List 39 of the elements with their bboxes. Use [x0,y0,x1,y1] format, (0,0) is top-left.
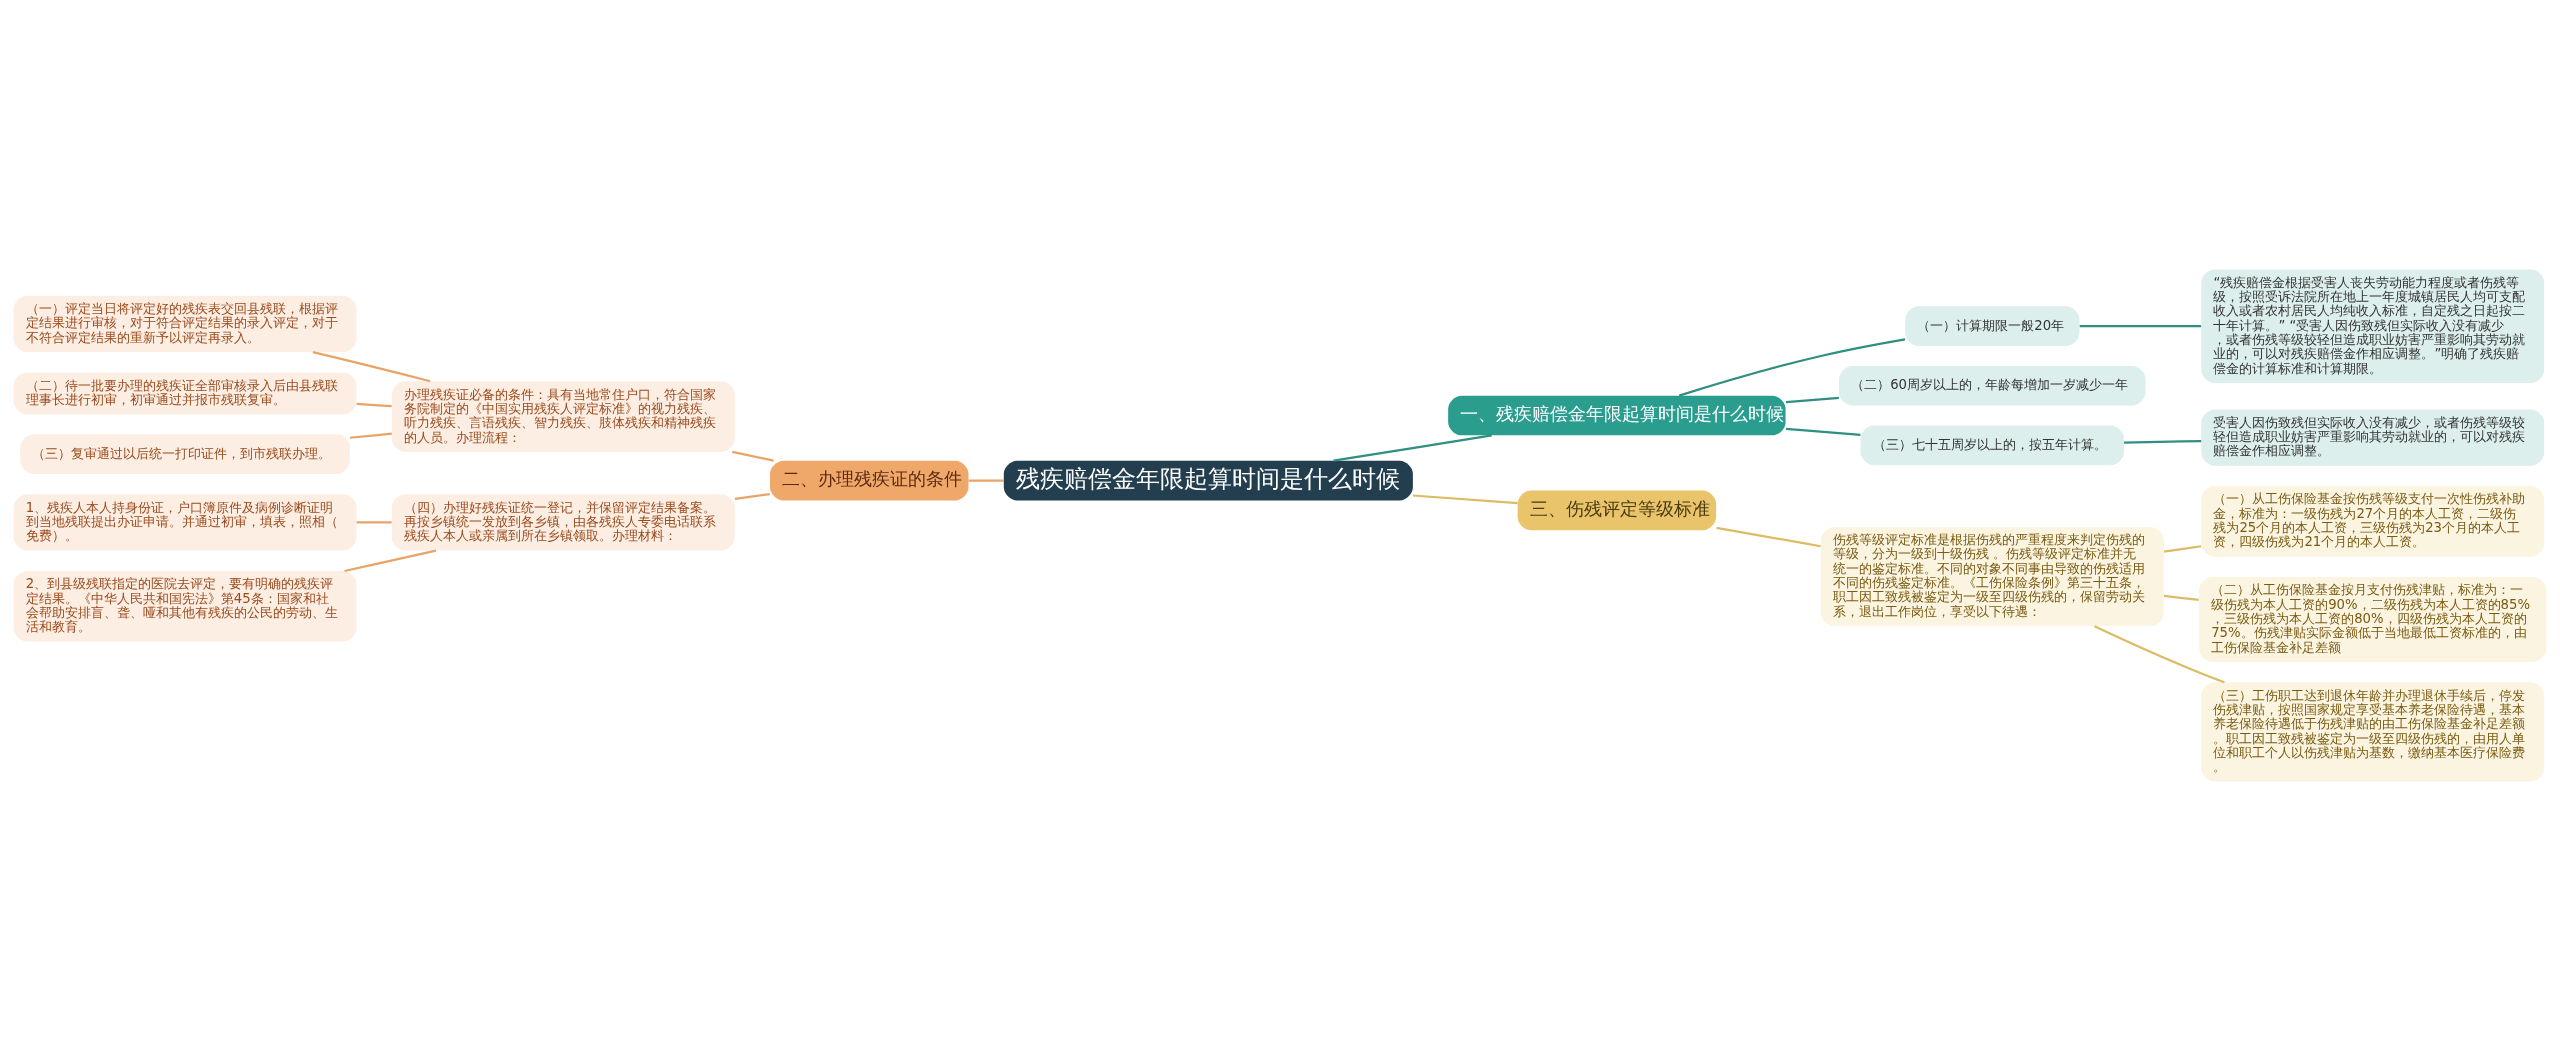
node-box: 办理残疾证必备的条件：具有当地常住户口，符合国家务院制定的《中国实用残疾人评定标准》的视力残疾、听力残疾、言语残疾、智力残疾、肢体残疾和精神残疾的人员。办理流程： [391,380,735,452]
connector [356,402,392,407]
node-box: 1、残疾人本人持身份证，户口簿原件及病例诊断证明到当地残联提出办证申请。并通过初审，填表，照相（免费）。 [13,493,357,551]
node-box: （四）办理好残疾证统一登记，并保留评定结果备案。再按乡镇统一发放到各乡镇，由各残疾人专委电话联系残疾人本人或亲属到所在乡镇领取。办理材料： [391,493,735,551]
node-box: 三、伤残评定等级标准 [1517,490,1717,530]
connector [732,450,774,462]
connector [2124,439,2202,444]
connector [1412,493,1518,504]
connector [2163,594,2199,601]
connector [349,432,392,439]
node-box: 一、残疾赔偿金年限起算时间是什么时候 [1448,395,1786,435]
connector [312,350,431,382]
connector [2163,544,2202,553]
node-box: （三）七十五周岁以上的，按五年计算。 [1860,424,2125,465]
connector [2079,324,2202,327]
connector [2094,624,2225,683]
connector [1333,433,1492,462]
node-box: “残疾赔偿金根据受害人丧失劳动能力程度或者伤残等级，按照受诉法院所在地上一年度城镇居民人均可支配收入或者农村居民人均纯收入标准，自定残之日起按二十年计算。” “受害人因伤致残但实际收入没有减少，或者伤残等级较轻但造成职业妨害严重影响其劳动就业的，可以对残疾赔偿金作相应调整。”明确了残疾赔偿金的计算标准和计算期限。 [2201,268,2545,383]
connector [1678,337,1906,397]
connector [1785,396,1839,403]
node-box: （一）从工伤保险基金按伤残等级支付一次性伤残补助金，标准为：一级伤残为27个月的本人工资，二级伤残为25个月的本人工资，三级伤残为23个月的本人工资，四级伤残为21个月的本人工资。 [2201,485,2545,557]
connector [1716,526,1821,547]
node-box: （一）评定当日将评定好的残疾表交回县残联，根据评定结果进行审核，对于符合评定结果的录入评定，对于不符合评定结果的重新予以评定再录入。 [13,295,357,352]
node-box: 二、办理残疾证的条件 [770,460,969,500]
node-box: 残疾赔偿金年限起算时间是什么时候 [1003,460,1413,500]
node-box: （三）复审通过以后统一打印证件，到市残联办理。 [20,433,350,474]
connector [356,520,392,524]
node-box: 2、到县级残联指定的医院去评定，要有明确的残疾评定结果。《中华人民共和国宪法》第45条：国家和社会帮助安排盲、聋、哑和其他有残疾的公民的劳动、生活和教育。 [13,570,357,642]
node-box: （一）计算期限一般20年 [1905,305,2080,346]
node-box: （二）待一批要办理的残疾证全部审核录入后由县残联理事长进行初审，初审通过并报市残联复审。 [13,372,357,414]
node-box: （二）60周岁以上的，年龄每增加一岁减少一年 [1839,365,2146,406]
connector [344,549,437,572]
connector [1785,427,1861,436]
connector [734,492,770,500]
connector [968,478,1004,482]
node-box: （二）从工伤保险基金按月支付伤残津贴，标准为：一级伤残为本人工资的90%，二级伤残为本人工资的85%，三级伤残为本人工资的80%，四级伤残为本人工资的75%。伤残津贴实际金额低于当地最低工资标准的，由工伤保险基金补足差额 [2199,576,2547,662]
node-box: （三）工伤职工达到退休年龄并办理退休手续后，停发伤残津贴，按照国家规定享受基本养老保险待遇，基本养老保险待遇低于伤残津贴的由工伤保险基金补足差额。职工因工致残被鉴定为一级至四级伤残的，由用人单位和职工个人以伤残津贴为基数，缴纳基本医疗保险费。 [2201,681,2545,782]
node-box: 伤残等级评定标准是根据伤残的严重程度来判定伤残的等级，分为一级到十级伤残 。伤残等级评定标准并无统一的鉴定标准。不同的对象不同事由导致的伤残适用不同的伤残鉴定标准。《工伤保险条例》第三十五条，职工因工致残被鉴定为一级至四级伤残的，保留劳动关系，退出工作岗位，享受以下待遇： [1820,526,2164,626]
node-box: 受害人因伤致残但实际收入没有减少，或者伤残等级较轻但造成职业妨害严重影响其劳动就业的，可以对残疾赔偿金作相应调整。 [2201,408,2545,466]
